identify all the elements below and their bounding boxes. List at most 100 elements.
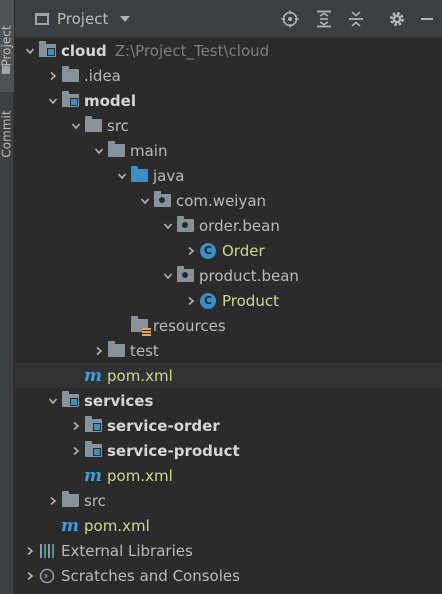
tree-node-services-pom[interactable]: m pom.xml [15,463,442,488]
folder-icon [84,116,102,134]
source-root-folder-icon [130,166,148,184]
chevron-down-icon[interactable] [22,38,38,63]
chevron-right-icon[interactable] [45,488,61,513]
chevron-down-icon[interactable] [91,138,107,163]
chevron-right-icon[interactable] [22,563,38,588]
folder-icon [61,66,79,84]
tree-node-label: .idea [84,66,121,85]
tree-node-label: pom.xml [107,466,173,485]
tree-node-src[interactable]: src [15,113,442,138]
tree-node-label: model [84,91,136,110]
tree-node-label: service-order [107,416,220,435]
gear-icon [390,12,404,26]
tree-node-product-bean[interactable]: product.bean [15,263,442,288]
chevron-down-icon[interactable] [160,263,176,288]
tree-node-label: Product [222,291,279,310]
crosshair-icon [281,10,299,28]
collapse-all-icon [349,11,363,27]
project-view-icon [35,12,49,25]
hide-panel-button[interactable] [417,9,437,29]
expand-all-icon [317,10,331,28]
chevron-down-icon[interactable] [160,213,176,238]
tree-node-order-bean[interactable]: order.bean [15,213,442,238]
java-class-icon: C [199,242,217,259]
folder-icon [61,491,79,509]
libraries-icon [38,543,56,559]
tree-node-label: java [153,166,185,185]
maven-icon: m [84,365,102,386]
tree-node-idea[interactable]: .idea [15,63,442,88]
commit-tool-tab[interactable]: Commit [0,98,14,170]
folder-icon [107,341,125,359]
chevron-right-icon[interactable] [45,63,61,88]
expand-all-button[interactable] [314,9,334,29]
maven-icon: m [84,465,102,486]
module-folder-icon [84,441,102,459]
chevron-right-icon[interactable] [22,538,38,563]
select-opened-file-button[interactable] [280,9,300,29]
commit-tool-tab-label: Commit [0,110,15,158]
module-folder-icon [38,41,56,59]
folder-icon [107,141,125,159]
tree-node-services[interactable]: services [15,388,442,413]
tree-node-path: Z:\Project_Test\cloud [114,41,270,60]
project-view-selector[interactable]: Project [31,6,134,32]
module-folder-icon [61,391,79,409]
minimize-icon [421,18,433,20]
chevron-right-icon[interactable] [68,413,84,438]
tree-node-label: src [84,491,106,510]
chevron-down-icon[interactable] [45,88,61,113]
tree-node-label: product.bean [199,266,299,285]
project-tool-tab-label: Project [0,25,14,67]
tree-node-main[interactable]: main [15,138,442,163]
tree-node-label: service-product [107,441,240,460]
tree-node-root-pom[interactable]: m pom.xml [15,513,442,538]
tree-node-label: main [130,141,168,160]
tree-node-label: pom.xml [107,366,173,385]
collapse-all-button[interactable] [346,9,366,29]
tree-node-label: Scratches and Consoles [61,566,240,585]
chevron-down-icon[interactable] [45,388,61,413]
tree-node-label: Order [222,241,265,260]
tree-node-scratches[interactable]: Scratches and Consoles [15,563,442,588]
tree-node-test[interactable]: test [15,338,442,363]
module-folder-icon [61,91,79,109]
java-class-icon: C [199,292,217,309]
chevron-down-icon[interactable] [114,163,130,188]
maven-icon: m [61,515,79,536]
tree-node-cloud[interactable]: cloud Z:\Project_Test\cloud [15,38,442,63]
tree-node-model-pom[interactable]: m pom.xml [15,363,442,388]
chevron-right-icon[interactable] [68,438,84,463]
module-folder-icon [84,416,102,434]
tree-node-com-weiyan[interactable]: com.weiyan [15,188,442,213]
tool-window-strip: Project Commit [0,0,14,594]
tree-node-label: resources [153,316,226,335]
project-tool-tab[interactable]: Project [0,0,14,92]
tree-node-label: services [84,391,154,410]
tree-node-label: External Libraries [61,541,193,560]
tree-node-order-class[interactable]: C Order [15,238,442,263]
package-icon [176,216,194,234]
tree-node-label: pom.xml [84,516,150,535]
project-panel-header: Project [15,0,442,38]
tree-node-java[interactable]: java [15,163,442,188]
tree-node-model[interactable]: model [15,88,442,113]
tree-node-product-class[interactable]: C Product [15,288,442,313]
tree-node-root-src[interactable]: src [15,488,442,513]
tree-node-service-order[interactable]: service-order [15,413,442,438]
chevron-right-icon[interactable] [91,338,107,363]
chevron-down-icon[interactable] [68,113,84,138]
project-panel: Project [15,0,442,594]
scratches-icon [38,568,56,584]
tree-node-resources[interactable]: resources [15,313,442,338]
tree-node-label: src [107,116,129,135]
chevron-down-icon[interactable] [137,188,153,213]
chevron-right-icon[interactable] [183,288,199,313]
tree-node-service-product[interactable]: service-product [15,438,442,463]
resources-folder-icon [130,316,151,337]
tree-node-external-libraries[interactable]: External Libraries [15,538,442,563]
tree-node-label: test [130,341,159,360]
settings-button[interactable] [387,9,407,29]
chevron-down-icon [120,15,131,22]
chevron-right-icon[interactable] [183,238,199,263]
